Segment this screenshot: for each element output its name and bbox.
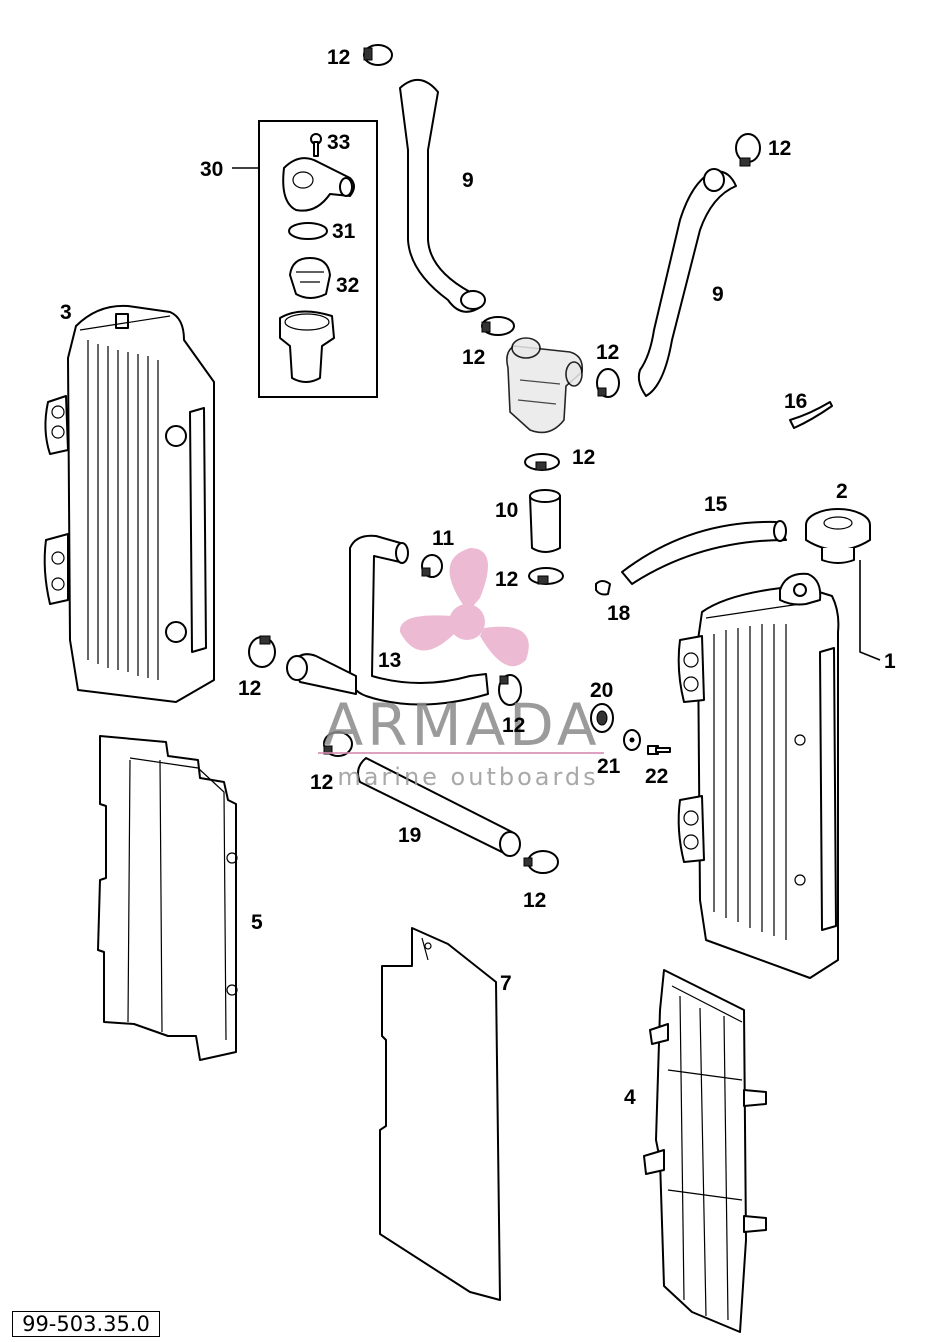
bolt-22 [647,745,671,755]
shroud-5 [97,735,238,1061]
hose-13 [286,534,489,706]
hose-9-right [637,168,737,397]
watermark-tagline: marine outboards [337,763,598,791]
clamp-center-mid [498,674,522,706]
screw-33 [310,133,322,157]
radiator-cap-2 [805,508,871,564]
callout-9: 9 [462,169,474,192]
radiator-1 [677,572,840,979]
callout-12: 12 [596,341,619,364]
clamp-top-left [363,44,393,66]
leader-1 [859,560,881,661]
hose-clamps [248,44,761,874]
callout-12: 12 [768,137,791,160]
shroud-4 [643,969,767,1333]
callout-12: 12 [523,889,546,912]
callout-13: 13 [378,649,401,672]
callout-11: 11 [432,527,455,550]
washer-21 [623,729,641,751]
clip-16 [789,401,833,429]
callout-9: 9 [712,283,724,306]
thermostat-kit-box [232,120,378,398]
callout-3: 3 [60,301,72,324]
callout-31: 31 [332,220,356,243]
callout-12: 12 [502,714,525,737]
callout-12: 12 [495,568,518,591]
hose-9-left [399,79,486,313]
callout-2: 2 [836,480,848,503]
thermostat-housing [279,310,335,383]
callout-12: 12 [572,446,595,469]
clamp-pump-right [596,368,620,398]
callout-12: 12 [462,346,485,369]
callout-18: 18 [607,602,631,625]
hose-10 [529,489,561,553]
callout-33: 33 [327,131,350,154]
thermostat-32 [289,257,331,299]
radiator-3 [43,304,215,703]
clamp-top-right [735,133,761,167]
callout-12: 12 [238,677,261,700]
water-pump [506,337,584,434]
o-ring-31 [288,222,328,240]
clip-18 [595,580,611,596]
callout-4: 4 [624,1086,636,1109]
callout-30: 30 [200,158,223,181]
clamp-19-bottom [523,850,559,874]
callout-7: 7 [500,972,512,995]
callout-1: 1 [884,650,896,673]
callout-16: 16 [784,390,807,413]
clamp-pump-left [481,316,515,336]
callout-labels: 12 33 30 9 12 31 32 9 3 12 12 16 12 2 15… [60,46,896,1109]
callout-12: 12 [327,46,350,69]
clamp-left-mid [248,635,276,668]
callout-32: 32 [336,274,359,297]
armada-watermark: ARMADA marine outboards [318,548,604,791]
propeller-logo-icon [399,548,529,667]
diagram-reference-code: 99-503.35.0 [12,1311,160,1337]
clamp-10-bottom [528,567,564,585]
clamp-19-top [323,731,353,757]
callout-5: 5 [251,911,263,934]
callout-22: 22 [645,765,668,788]
callout-12: 12 [310,771,333,794]
hose-19 [357,757,521,857]
clamp-11 [421,554,443,578]
clamp-10-top [524,453,560,471]
callout-21: 21 [597,755,621,778]
thermostat-cover [282,157,355,212]
callout-20: 20 [590,679,613,702]
shroud-7 [379,927,501,1301]
callout-10: 10 [495,499,518,522]
grommet-20 [590,703,614,733]
watermark-brand: ARMADA [323,691,600,759]
callout-19: 19 [398,824,421,847]
hose-15 [621,520,787,585]
callout-15: 15 [704,493,728,516]
